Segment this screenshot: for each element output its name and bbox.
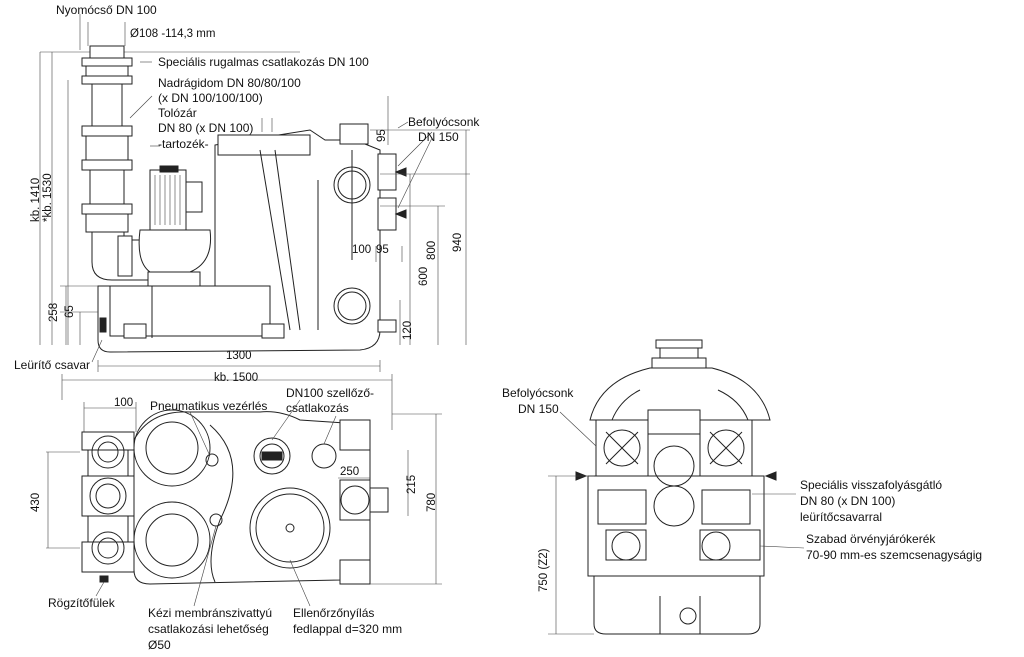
- check-valve-label-2: DN 80 (x DN 100): [800, 494, 896, 508]
- manual-pump-label-2: csatlakozási lehetőség: [148, 622, 269, 636]
- special-coupling-label: Speciális rugalmas csatlakozás DN 100: [158, 55, 369, 69]
- dim-1300: 1300: [226, 350, 252, 362]
- front-view: [548, 339, 805, 635]
- check-valve-label-1: Speciális visszafolyásgátló: [800, 478, 943, 492]
- vent-label-2: csatlakozás: [286, 401, 349, 415]
- dim-430: 430: [30, 492, 42, 512]
- gate-valve-label-2: DN 80 (x DN 100): [158, 121, 254, 135]
- dim-100: 100: [352, 244, 372, 256]
- vent-label-1: DN100 szellőző-: [286, 386, 375, 400]
- dim-600: 600: [418, 266, 430, 286]
- dim-750: 750 (Z2): [538, 548, 550, 592]
- front-inlet-label-1: Befolyócsonk: [502, 386, 574, 400]
- fixing-lugs-label: Rögzítőfülek: [48, 596, 115, 610]
- inspection-label-1: Ellenőrzőnyílás: [293, 606, 375, 620]
- impeller-label-1: Szabad örvényjárókerék: [806, 532, 936, 546]
- inspection-label-2: fedlappal d=320 mm: [293, 622, 403, 636]
- dim-1500: kb. 1500: [214, 372, 259, 384]
- dim-780: 780: [426, 492, 438, 512]
- dim-250: 250: [340, 466, 360, 478]
- top-view: [46, 374, 442, 607]
- dim-1410: kb. 1410: [30, 177, 42, 222]
- dim-1530: *kb. 1530: [42, 173, 54, 222]
- front-inlet-label-2: DN 150: [518, 402, 559, 416]
- inlet-label-1: Befolyócsonk: [408, 115, 480, 129]
- dim-120: 120: [402, 320, 414, 340]
- dim-65: 65: [64, 305, 76, 318]
- dim-800: 800: [426, 240, 438, 260]
- impeller-label-2: 70-90 mm-es szemcsenagyságig: [806, 548, 983, 562]
- gate-valve-label-1: Tolózár: [158, 106, 197, 120]
- check-valve-label-3: leürítőcsavarral: [800, 510, 883, 524]
- dim-215: 215: [406, 474, 418, 494]
- pipe-diameter-label: Ø108 -114,3 mm: [130, 28, 216, 40]
- manual-pump-label-3: Ø50: [148, 638, 171, 652]
- manual-pump-label-1: Kézi membránszivattyú: [148, 606, 273, 620]
- dim-258: 258: [48, 302, 60, 322]
- dim-100-top: 100: [114, 397, 134, 409]
- gate-valve-label-3: -tartozék-: [158, 137, 209, 151]
- pneumatic-label: Pneumatikus vezérlés: [150, 399, 268, 413]
- dim-95-top: 95: [376, 129, 388, 142]
- pressure-pipe-label: Nyomócső DN 100: [56, 3, 157, 17]
- dim-940: 940: [452, 232, 464, 252]
- side-view: [39, 14, 470, 372]
- pants-pipe-label-1: Nadrágidom DN 80/80/100: [158, 76, 301, 90]
- drain-screw-label: Leürítő csavar: [14, 358, 91, 372]
- inlet-label-2: DN 150: [418, 130, 459, 144]
- pants-pipe-label-2: (x DN 100/100/100): [158, 91, 263, 105]
- dim-95: 95: [376, 244, 389, 256]
